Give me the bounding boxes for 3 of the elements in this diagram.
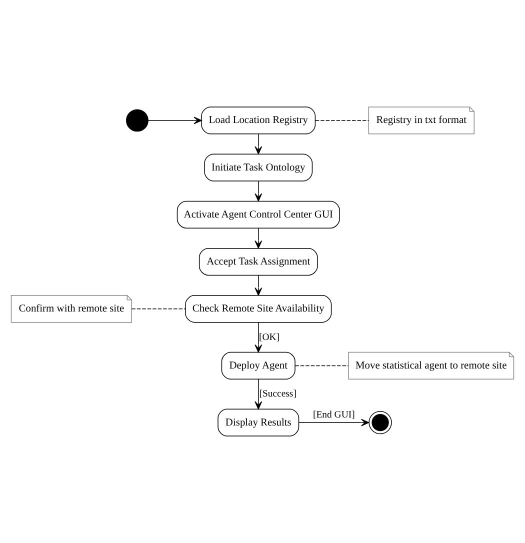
edge-label: [OK] — [258, 332, 280, 343]
edge-label: [End GUI] — [312, 410, 355, 421]
edge-label: [Success] — [259, 388, 296, 400]
